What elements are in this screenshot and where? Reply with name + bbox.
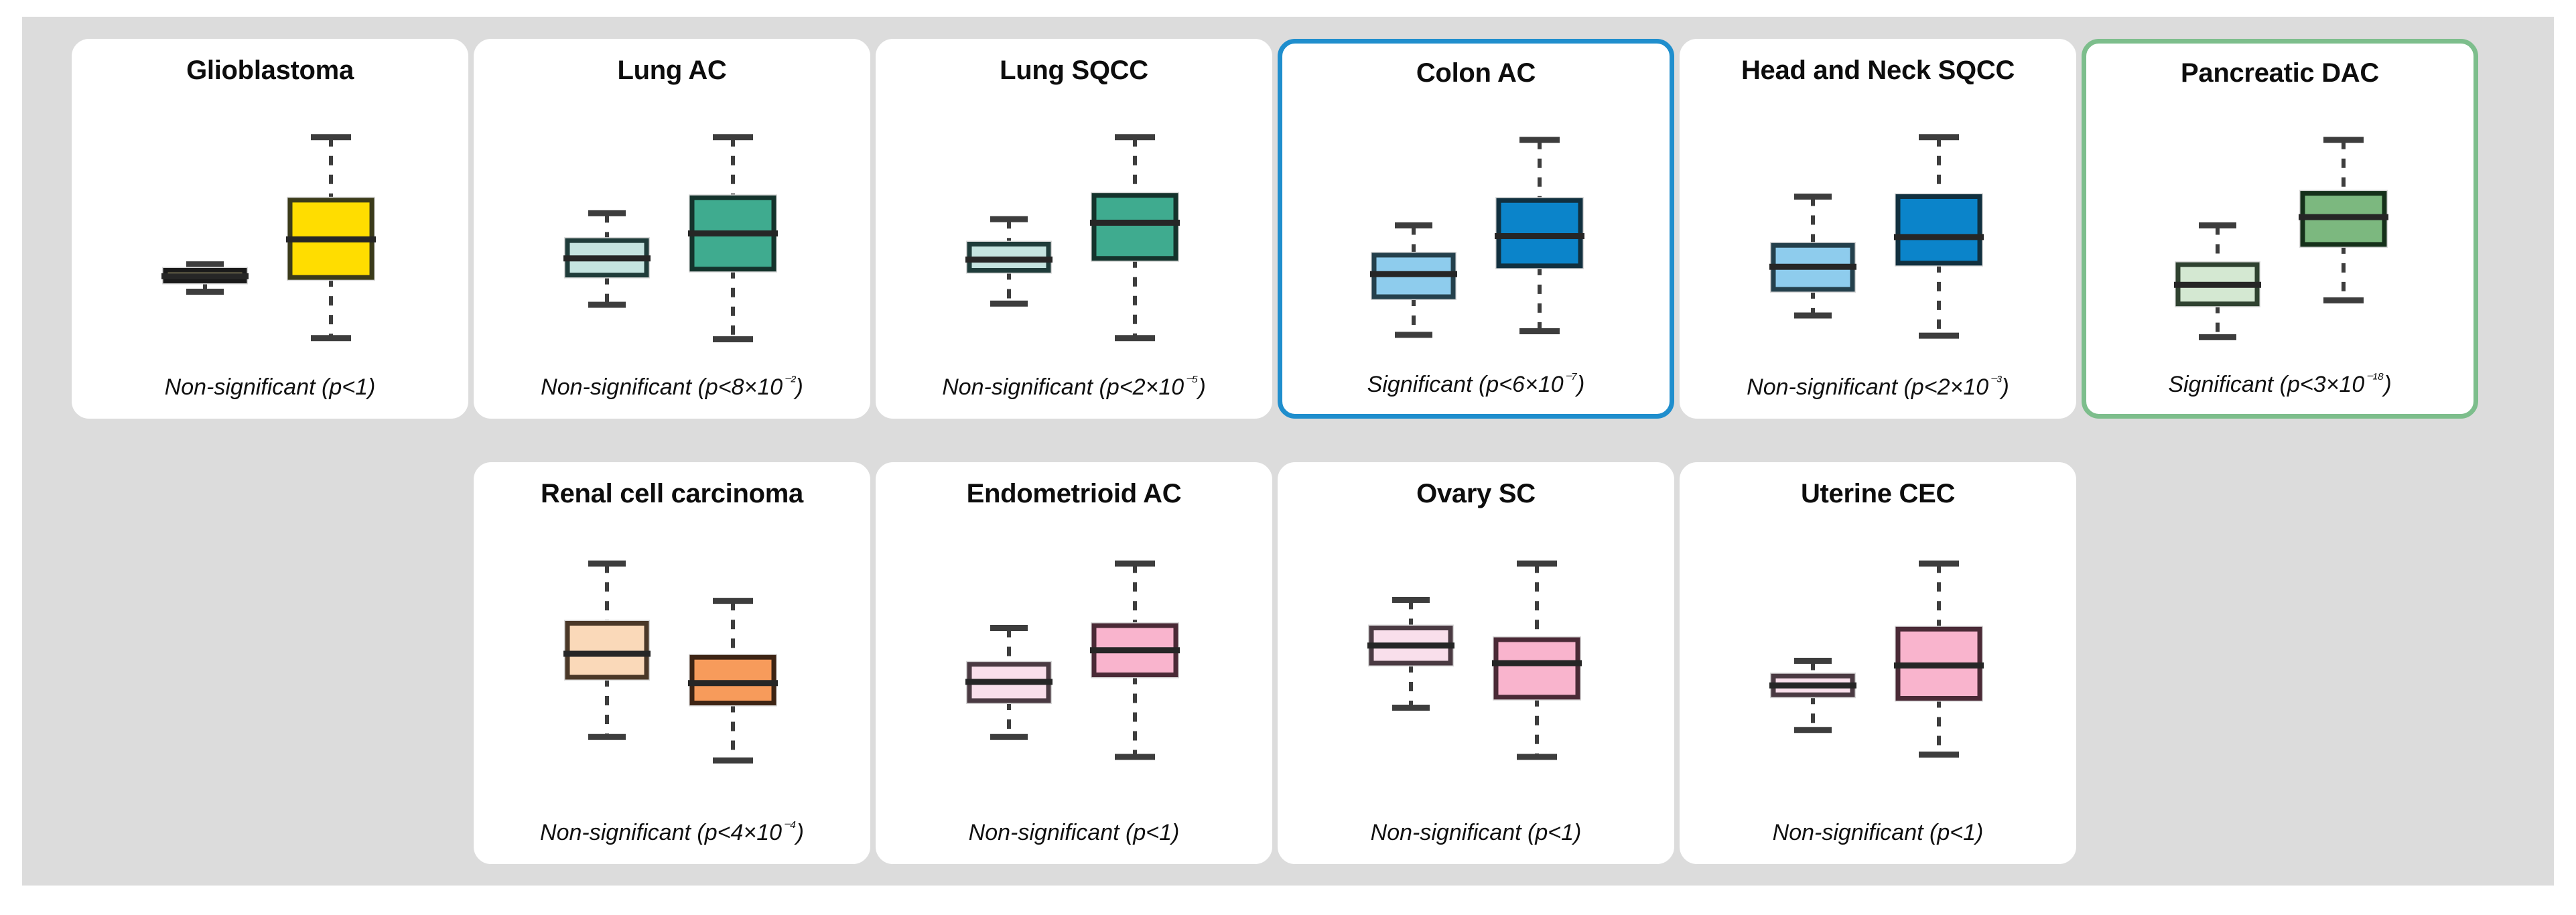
panel-title-endometrioid-ac: Endometrioid AC <box>966 479 1182 508</box>
plot-area-renal-cell-carcinoma <box>476 464 868 862</box>
box-tumor <box>1090 134 1180 342</box>
panel-endometrioid-ac[interactable]: Endometrioid AC Non-significant (p<1) <box>876 462 1272 864</box>
boxplot-pancreatic-dac <box>2174 137 2388 340</box>
plot-area-pancreatic-dac <box>2086 44 2473 414</box>
panel-title-renal-cell-carcinoma: Renal cell carcinoma <box>541 479 803 508</box>
panel-pancreatic-dac[interactable]: Pancreatic DAC Significant (p<3×10⁻¹⁸) <box>2082 39 2478 419</box>
panel-title-colon-ac: Colon AC <box>1416 58 1536 88</box>
boxplot-uterine-cec <box>1769 560 1984 758</box>
plot-area-glioblastoma <box>74 41 466 417</box>
panel-significance-caption-lung-ac: Non-significant (p<8×10⁻²) <box>541 372 803 400</box>
panel-significance-caption-renal-cell-carcinoma: Non-significant (p<4×10⁻⁴) <box>540 818 804 845</box>
plot-area-colon-ac <box>1282 44 1670 414</box>
plot-area-lung-ac <box>476 41 868 417</box>
box-normal <box>161 261 249 295</box>
plot-area-head-and-neck-sqcc <box>1682 41 2074 417</box>
boxplot-lung-ac <box>563 134 778 342</box>
boxplot-head-and-neck-sqcc <box>1769 134 1984 339</box>
plot-area-endometrioid-ac <box>878 464 1270 862</box>
box-normal <box>563 560 651 740</box>
panel-ovary-sc[interactable]: Ovary SC Non-significant (p<1) <box>1278 462 1674 864</box>
box-normal <box>1769 193 1856 319</box>
panel-lung-sqcc[interactable]: Lung SQCC Non-significant (p<2×10⁻⁵) <box>876 39 1272 419</box>
boxplot-renal-cell-carcinoma <box>563 560 778 764</box>
box-tumor <box>1090 560 1180 760</box>
panel-significance-caption-pancreatic-dac: Significant (p<3×10⁻¹⁸) <box>2168 370 2392 397</box>
panel-colon-ac[interactable]: Colon AC Significant (p<6×10⁻⁷) <box>1278 39 1674 419</box>
panel-significance-caption-colon-ac: Significant (p<6×10⁻⁷) <box>1367 370 1585 397</box>
box-tumor <box>1495 137 1584 334</box>
panel-lung-ac[interactable]: Lung AC Non-significant (p<8×10⁻²) <box>474 39 870 419</box>
boxplot-endometrioid-ac <box>965 560 1180 760</box>
plot-area-lung-sqcc <box>878 41 1270 417</box>
box-tumor <box>286 134 376 342</box>
box-normal <box>1370 222 1457 338</box>
boxplot-ovary-sc <box>1367 560 1582 760</box>
panel-title-lung-ac: Lung AC <box>617 56 727 85</box>
panel-title-head-and-neck-sqcc: Head and Neck SQCC <box>1741 56 2015 85</box>
panel-title-ovary-sc: Ovary SC <box>1416 479 1536 508</box>
panel-significance-caption-glioblastoma: Non-significant (p<1) <box>164 374 376 400</box>
panel-title-lung-sqcc: Lung SQCC <box>1000 56 1148 85</box>
box-normal <box>563 210 651 308</box>
box-normal <box>2174 222 2261 340</box>
boxplot-lung-sqcc <box>965 134 1180 342</box>
boxplot-colon-ac <box>1370 137 1584 338</box>
box-normal <box>1367 597 1454 711</box>
panel-significance-caption-uterine-cec: Non-significant (p<1) <box>1772 820 1984 845</box>
box-tumor <box>1492 560 1582 760</box>
boxplot-glioblastoma <box>161 134 376 342</box>
panel-title-pancreatic-dac: Pancreatic DAC <box>2181 58 2379 88</box>
panel-significance-caption-ovary-sc: Non-significant (p<1) <box>1370 820 1582 845</box>
panel-head-and-neck-sqcc[interactable]: Head and Neck SQCC Non-significant (p<2×1… <box>1680 39 2076 419</box>
box-normal <box>1769 658 1856 733</box>
box-tumor <box>1894 134 1984 339</box>
box-tumor <box>2299 137 2388 303</box>
box-tumor <box>688 134 778 342</box>
panel-significance-caption-head-and-neck-sqcc: Non-significant (p<2×10⁻³) <box>1747 372 2009 400</box>
box-normal <box>965 625 1053 740</box>
plot-area-uterine-cec <box>1682 464 2074 862</box>
panel-title-uterine-cec: Uterine CEC <box>1800 479 1956 508</box>
box-tumor <box>688 597 778 764</box>
panel-title-glioblastoma: Glioblastoma <box>186 56 354 85</box>
box-tumor <box>1894 560 1984 758</box>
panel-significance-caption-lung-sqcc: Non-significant (p<2×10⁻⁵) <box>942 372 1206 400</box>
box-normal <box>965 216 1053 307</box>
panel-significance-caption-endometrioid-ac: Non-significant (p<1) <box>968 820 1180 845</box>
panel-uterine-cec[interactable]: Uterine CEC Non-significant (p<1) <box>1680 462 2076 864</box>
plot-area-ovary-sc <box>1280 464 1672 862</box>
